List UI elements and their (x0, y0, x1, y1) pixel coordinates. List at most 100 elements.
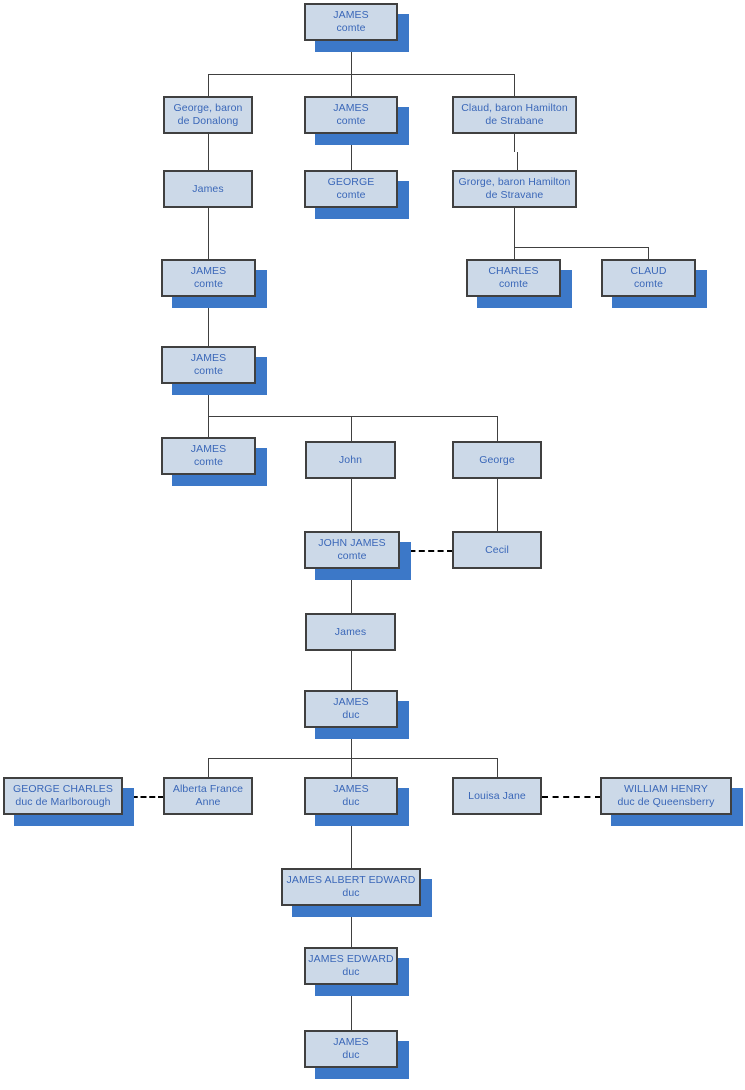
connector-bus3-to-n14 (497, 416, 498, 441)
connector-n1-down (351, 41, 352, 74)
person-name: George (479, 453, 515, 466)
person-name: JAMES (190, 265, 227, 278)
person-name: JAMES (333, 696, 369, 709)
person-name: JAMES EDWARD (308, 953, 394, 966)
person-title: duc (342, 796, 360, 808)
person-name: JOHN JAMES (318, 537, 386, 550)
person-title: duc de Queensberry (617, 796, 715, 808)
node-box[interactable]: John (305, 441, 396, 479)
person-name: Louisa Jane (468, 789, 526, 802)
connector-n11-down (208, 384, 209, 416)
person-name: JAMES (333, 9, 369, 22)
connector-bus4-to-n20 (208, 758, 209, 777)
person-name: JAMES (190, 352, 227, 365)
connector-n5-to-n8 (208, 208, 209, 259)
person-name: Cecil (485, 543, 509, 556)
connector-bus4-to-n21 (351, 758, 352, 777)
person-node[interactable]: Cecil (452, 531, 542, 569)
person-node[interactable]: James (163, 170, 253, 208)
person-name: Claud, baron Hamilton (461, 102, 568, 115)
connector-n17-to-n18 (351, 651, 352, 690)
person-name: JAMES ALBERT EDWARD (286, 874, 416, 887)
person-name: GEORGE CHARLES (12, 783, 113, 796)
person-name: JAMES (333, 783, 369, 796)
marriage-link-johnjames-cecil (400, 550, 453, 552)
connector-n18-down (351, 728, 352, 758)
connector-bus2-to-n10 (648, 247, 649, 259)
connector-n4-down-a (514, 134, 515, 152)
person-node[interactable]: James (305, 613, 396, 651)
person-name: JAMES (190, 443, 227, 456)
person-title: de Strabane (485, 115, 544, 127)
person-name: JAMES (333, 1036, 369, 1049)
connector-bus4 (208, 758, 498, 759)
marriage-link-georgecharles-alberta (123, 796, 164, 798)
person-name: James (192, 182, 224, 195)
person-name: JAMES (333, 102, 369, 115)
person-name: John (338, 453, 363, 466)
node-box[interactable]: James (163, 170, 253, 208)
person-title: duc (342, 1049, 360, 1061)
person-node[interactable]: Louisa Jane (452, 777, 542, 815)
person-title: duc (342, 709, 360, 721)
person-name: George, baron (173, 102, 243, 115)
person-title: comte (336, 22, 366, 34)
person-title: comte (193, 365, 224, 377)
person-node[interactable]: John (305, 441, 396, 479)
person-title: comte (633, 278, 664, 290)
connector-n3-to-n6 (351, 134, 352, 170)
person-title: comte (336, 189, 366, 201)
node-box[interactable]: Cecil (452, 531, 542, 569)
connector-bus2 (514, 247, 649, 248)
connector-n8-to-n11 (208, 297, 209, 346)
node-box[interactable]: James (305, 613, 396, 651)
node-box[interactable]: George (452, 441, 542, 479)
connector-n14-to-n16 (497, 479, 498, 531)
node-box[interactable]: Louisa Jane (452, 777, 542, 815)
person-title: de Donalong (177, 115, 239, 127)
person-node[interactable]: George (452, 441, 542, 479)
connector-n24-to-n25 (351, 906, 352, 947)
